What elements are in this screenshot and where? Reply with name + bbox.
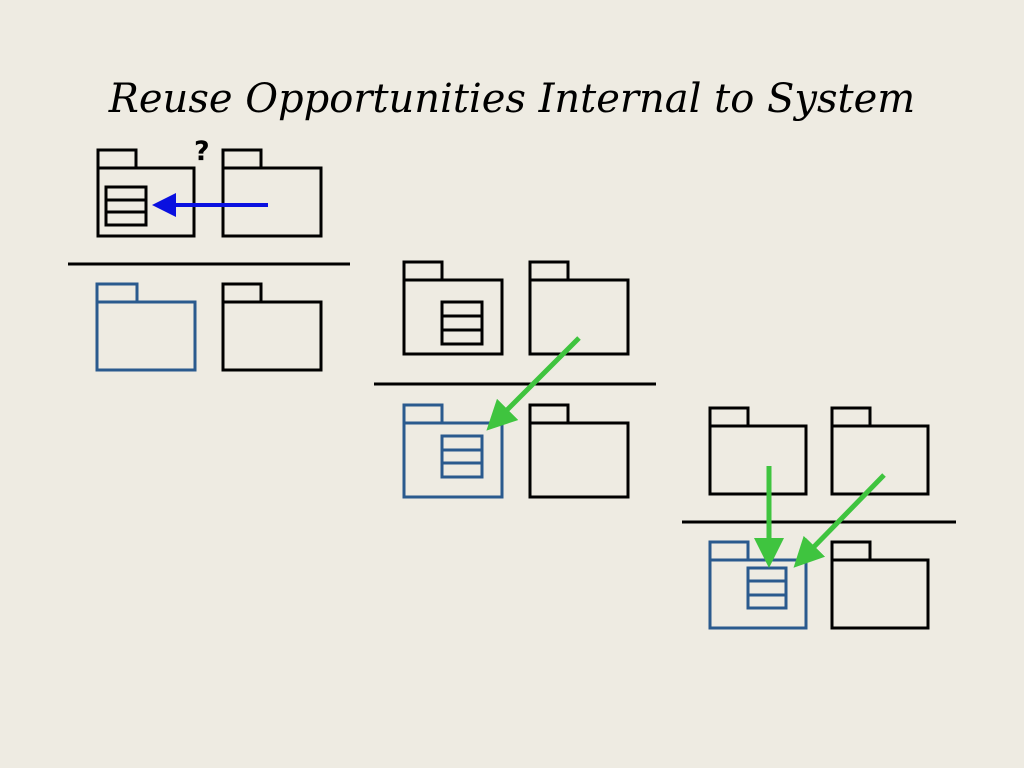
package-icon xyxy=(402,260,504,356)
stage-1-group xyxy=(68,148,350,372)
package-icon xyxy=(402,403,504,499)
component-icon xyxy=(104,185,148,227)
question-mark-label: ? xyxy=(194,136,210,167)
package-icon xyxy=(528,403,630,499)
stage-3-group xyxy=(682,406,956,630)
package-icon xyxy=(96,148,196,238)
slide-title: Reuse Opportunities Internal to System xyxy=(108,76,916,122)
package-icon xyxy=(221,148,323,238)
arrow-icon xyxy=(486,336,581,431)
package-icon xyxy=(95,282,197,372)
stage-2-group xyxy=(374,260,656,499)
package-icon xyxy=(830,540,930,630)
arrow-icon xyxy=(793,473,886,568)
package-icon xyxy=(708,540,808,630)
component-icon xyxy=(440,300,484,346)
package-icon xyxy=(708,406,808,496)
component-icon xyxy=(746,566,788,610)
package-icon xyxy=(830,406,930,496)
package-icon xyxy=(221,282,323,372)
package-icon xyxy=(528,260,630,356)
component-icon xyxy=(440,434,484,479)
